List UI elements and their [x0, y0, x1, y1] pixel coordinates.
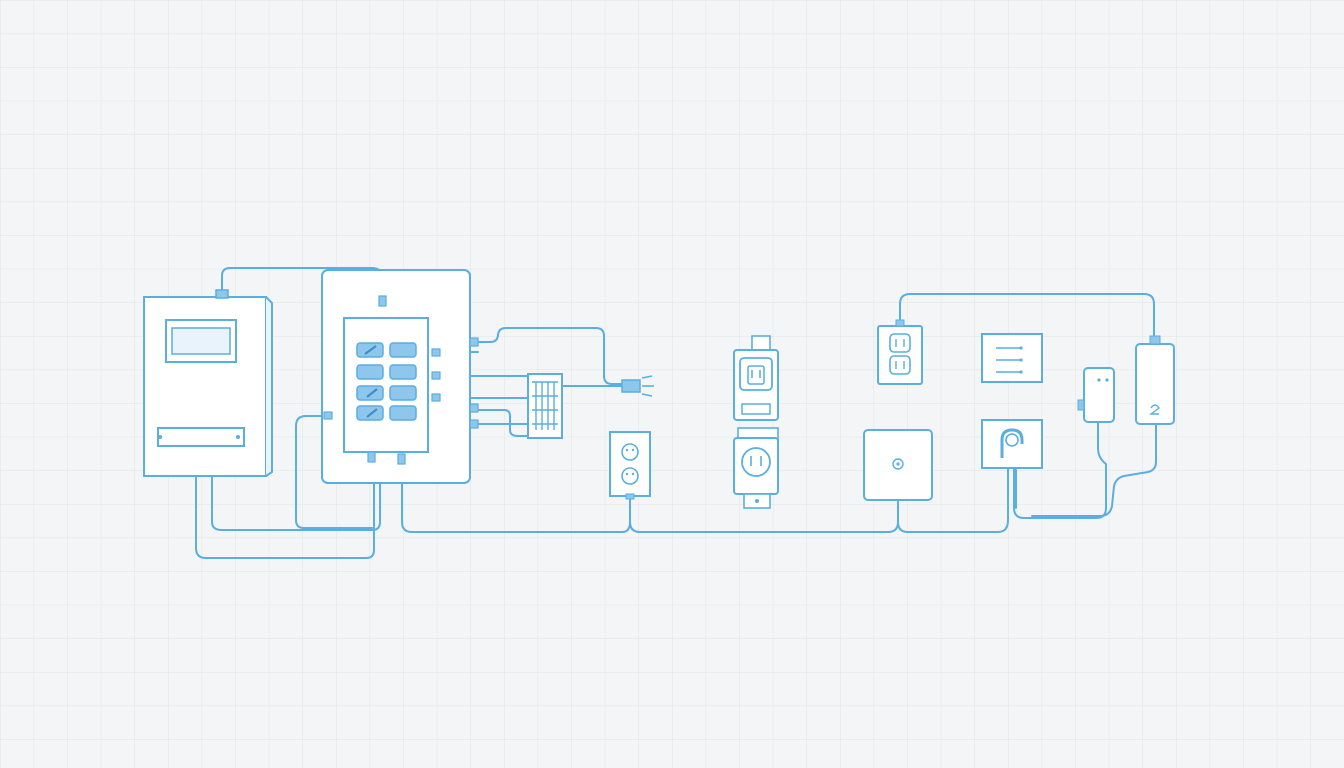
wire-meter-mid-loop	[211, 454, 381, 531]
wire-panel-left-loop	[295, 415, 373, 529]
duplex-outlet-icon	[609, 431, 651, 500]
breaker-switch	[356, 405, 384, 421]
wire-top-right-run	[899, 293, 1155, 341]
breaker-switches	[356, 342, 417, 421]
breaker-panel-inner	[343, 317, 429, 453]
wire-adapter-loop	[1031, 423, 1157, 517]
wall-outlet-high-icon	[877, 319, 923, 385]
breaker-switch	[356, 385, 384, 401]
switch-plate-icon	[981, 333, 1043, 383]
breaker-panel-icon	[321, 269, 479, 484]
wire-panel-to-plug	[473, 327, 625, 385]
outlet-icon	[733, 427, 779, 509]
single-outlet-icon	[981, 419, 1043, 469]
electric-meter-icon	[143, 289, 273, 477]
device-icon	[1077, 367, 1115, 423]
power-adapter-icon	[1135, 335, 1175, 425]
gfci-outlet-icon	[733, 335, 779, 421]
meter-slot	[157, 427, 245, 447]
plug-icon	[621, 375, 654, 397]
hub-icon	[863, 429, 933, 501]
breaker-switch	[356, 364, 384, 380]
breaker-switch	[389, 342, 417, 358]
panel-terminals	[323, 295, 479, 465]
breaker-switch	[389, 405, 417, 421]
breaker-switch	[389, 364, 417, 380]
wire-meter-left-loop	[195, 454, 375, 559]
wire-bottom-run-right	[897, 447, 1009, 533]
terminal-block-icon	[527, 373, 563, 439]
wire-block-return	[477, 409, 529, 437]
breaker-switch	[389, 385, 417, 401]
